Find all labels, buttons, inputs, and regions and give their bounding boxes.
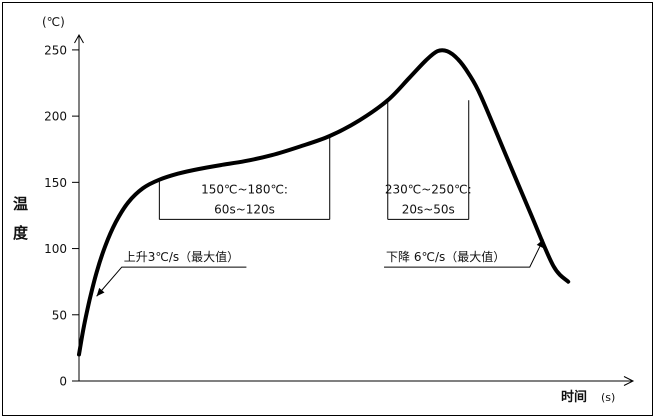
y-axis-title-char-1: 温	[13, 195, 28, 213]
y-axis-unit: (℃)	[42, 15, 65, 29]
series-line-temperature	[77, 48, 571, 357]
y-axis-title-char-2: 度	[13, 224, 29, 242]
x-axis-title: 时间	[561, 389, 587, 405]
y-ticks: 0 50 100 150 200 250	[44, 43, 79, 389]
annotations: 150℃~180℃: 60s~120s 230℃~250℃: 20s~50s 上升3℃/…	[96, 100, 544, 297]
callout-3-label: 下降 6℃/s（最大值）	[386, 249, 505, 264]
y-tick-label-0: 0	[59, 375, 67, 389]
y-tick-label-150: 150	[44, 176, 67, 190]
callout-3-arrowhead	[536, 239, 544, 249]
callout-2-label: 上升3℃/s（最大值）	[124, 249, 239, 264]
x-axis-arrow	[623, 376, 635, 386]
interval-0-label-range: 150℃~180℃:	[201, 182, 288, 196]
interval-1-label-time: 20s~50s	[402, 202, 455, 216]
interval-1-label-range: 230℃~250℃:	[385, 182, 472, 196]
callout-3-leader	[384, 239, 544, 268]
y-tick-label-200: 200	[44, 110, 67, 124]
y-tick-label-250: 250	[44, 43, 67, 57]
y-tick-label-100: 100	[44, 242, 67, 256]
y-tick-label-50: 50	[52, 308, 67, 322]
interval-0-label-time: 60s~120s	[214, 202, 275, 216]
x-axis-unit: (s)	[601, 391, 615, 404]
callout-2-leader	[96, 266, 247, 297]
callout-2-arrowhead	[96, 287, 105, 297]
y-axis-arrow	[74, 33, 84, 44]
